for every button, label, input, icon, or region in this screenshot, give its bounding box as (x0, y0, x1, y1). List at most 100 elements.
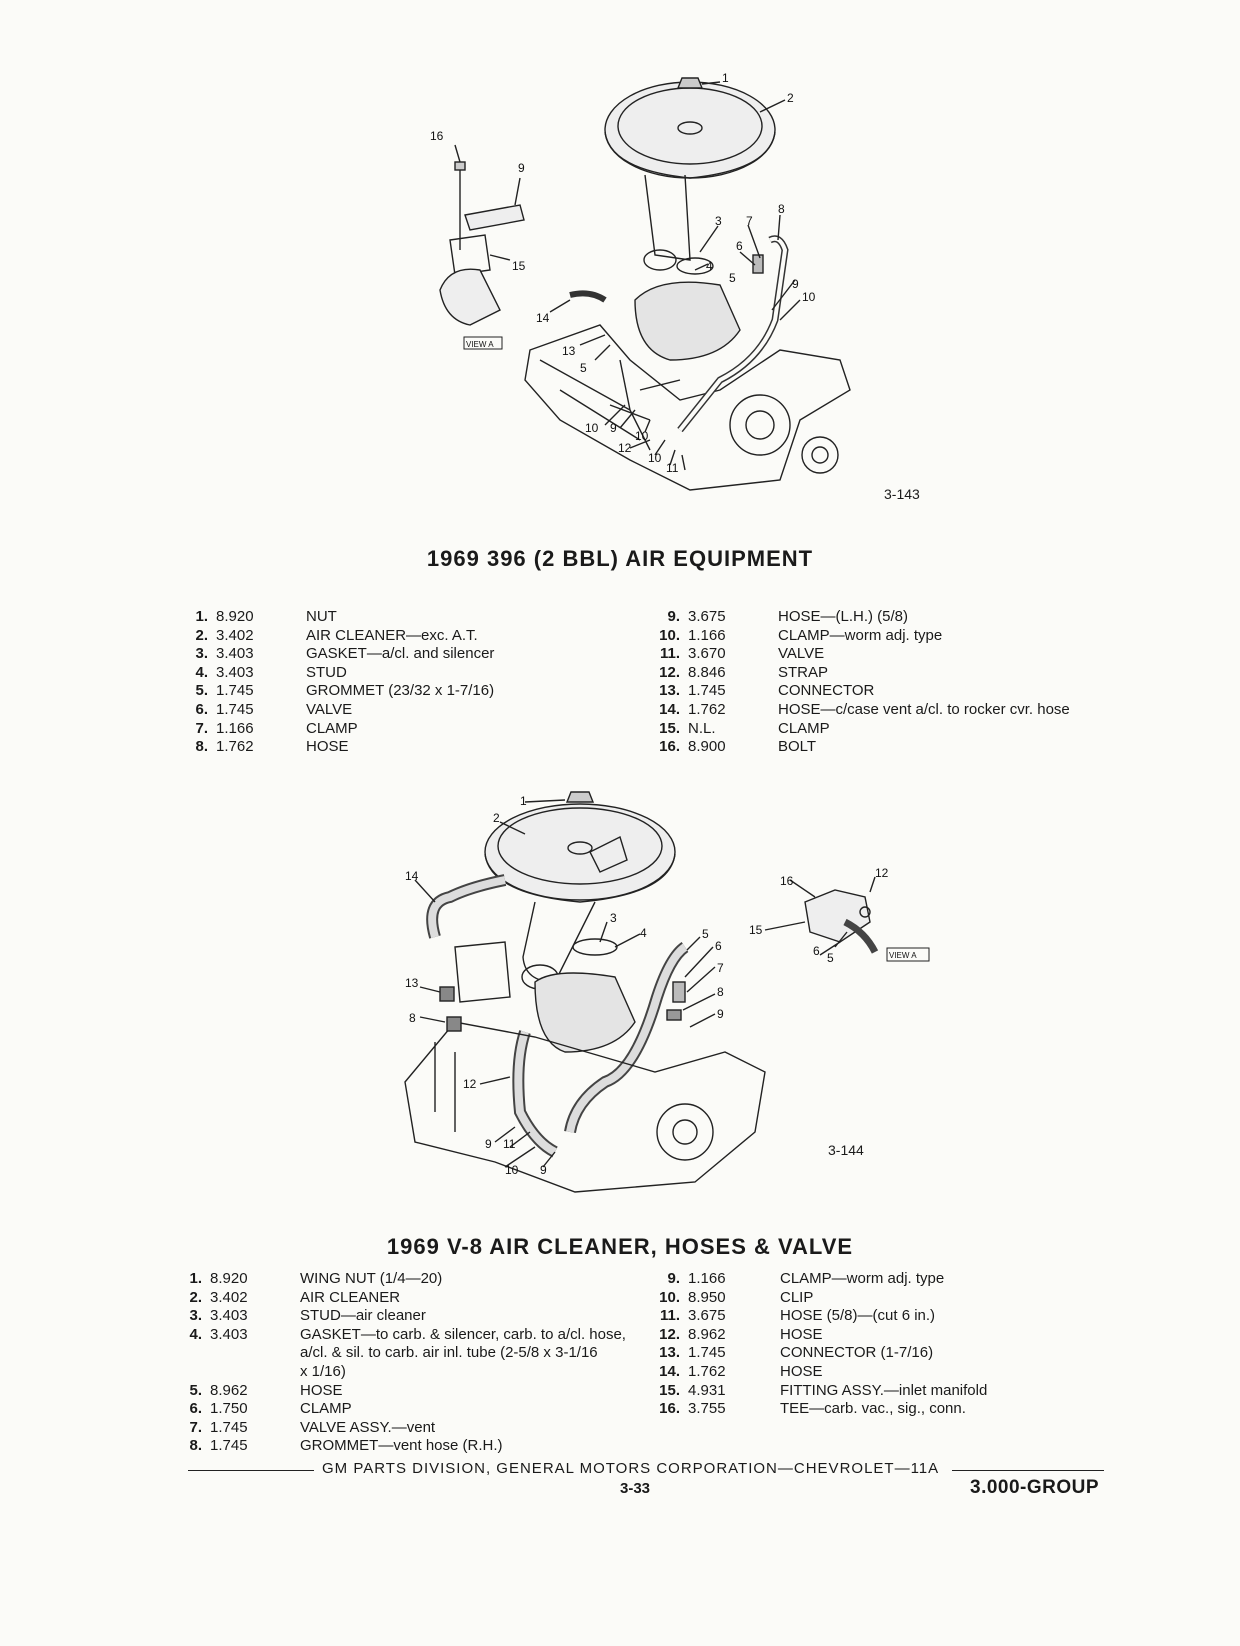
footer-rule-left (188, 1470, 314, 1471)
part-number: 6. (189, 1400, 202, 1418)
part-number: 14. (659, 1362, 680, 1380)
part-description: AIR CLEANER—exc. A.T. (306, 626, 478, 644)
part-description: WING NUT (1/4—20) (300, 1270, 443, 1287)
part-code: 1.762 (688, 1362, 726, 1380)
part-description: TEE—carb. vac., sig., conn. (780, 1400, 966, 1418)
svg-text:VIEW A: VIEW A (889, 951, 917, 960)
callout-6: 6 (736, 239, 743, 253)
part-description: STUD—air cleaner (300, 1307, 426, 1325)
part-row: 16. 3.755 TEE—carb. vac., sig., conn. (638, 1400, 987, 1419)
part-number: 13. (659, 682, 680, 700)
part-description: NUT (306, 608, 337, 625)
callout-14: 14 (536, 311, 550, 325)
callout-1: 1 (722, 71, 729, 85)
figure-number-3-144: 3-144 (828, 1142, 864, 1158)
part-code: 1.745 (216, 700, 254, 718)
callout-10b: 10 (585, 421, 599, 435)
part-row: 6. 1.750 CLAMP (180, 1400, 626, 1419)
part-description: HOSE (306, 738, 349, 756)
part-code: 1.750 (210, 1400, 248, 1418)
footer-text: GM PARTS DIVISION, GENERAL MOTORS CORPOR… (322, 1460, 940, 1477)
callout-5b: 5 (580, 361, 587, 375)
view-a-tag: VIEW A (886, 947, 930, 962)
view-a-tag: VIEW A (463, 336, 503, 350)
callout-7: 7 (717, 961, 724, 975)
part-code: 8.920 (216, 608, 254, 625)
callout-9: 9 (717, 1007, 724, 1021)
part-description: CLAMP—worm adj. type (778, 626, 943, 644)
part-code: 3.403 (210, 1307, 248, 1325)
figure-number-3-143: 3-143 (884, 486, 920, 502)
part-description: CLAMP—worm adj. type (780, 1270, 945, 1287)
part-number: 16. (659, 1400, 680, 1418)
part-description: STUD (306, 663, 347, 681)
callout-13: 13 (562, 344, 576, 358)
part-code: 8.950 (688, 1288, 726, 1306)
part-code: 8.920 (210, 1270, 248, 1287)
callout-10c: 10 (635, 429, 649, 443)
callout-8b: 8 (409, 1011, 416, 1025)
part-code: 3.402 (210, 1288, 248, 1306)
callout-4: 4 (640, 926, 647, 940)
part-description: CLAMP (778, 719, 830, 737)
callout-3: 3 (610, 911, 617, 925)
part-description: GROMMET—vent hose (R.H.) (300, 1437, 503, 1455)
callout-5: 5 (729, 271, 736, 285)
part-code: 1.745 (210, 1437, 248, 1455)
part-code: 3.755 (688, 1400, 726, 1418)
callout-4: 4 (706, 259, 713, 273)
part-code: 1.166 (688, 1270, 726, 1287)
part-number: 9. (667, 608, 680, 625)
figure-1-title: 1969 396 (2 BBL) AIR EQUIPMENT (426, 546, 814, 571)
part-description: HOSE (300, 1381, 343, 1399)
part-description: FITTING ASSY.—inlet manifold (780, 1381, 988, 1399)
part-code (202, 1363, 300, 1382)
callout-16: 16 (780, 874, 794, 888)
part-code: 3.670 (688, 645, 726, 663)
part-code: 1.762 (216, 738, 254, 756)
part-description: HOSE (5/8)—(cut 6 in.) (780, 1307, 936, 1325)
callout-10: 10 (802, 290, 816, 304)
callout-1: 1 (520, 794, 527, 808)
part-number: 15. (659, 1381, 680, 1399)
callout-15: 15 (749, 923, 763, 937)
part-number: 14. (659, 700, 680, 718)
part-number: 6. (195, 700, 208, 718)
part-code (202, 1344, 300, 1363)
part-number: 2. (189, 1288, 202, 1306)
part-number: 4. (189, 1325, 202, 1343)
engine-diagram-air-cleaner-hoses-valve: 1 2 3 4 5 6 7 8 9 14 13 8 12 9 11 10 9 1… (404, 791, 930, 1193)
callout-5: 5 (702, 927, 709, 941)
part-description: CLAMP (300, 1400, 352, 1418)
callout-6b: 6 (813, 944, 820, 958)
part-number: 10. (659, 626, 680, 644)
part-row: 15.N.L.CLAMP (640, 720, 1070, 739)
callout-16: 16 (430, 129, 444, 143)
part-code: 8.962 (688, 1325, 726, 1343)
part-description: a/cl. & sil. to carb. air inl. tube (2-5… (300, 1344, 598, 1362)
figure-3-143: 1 2 3 4 5 6 7 8 9 10 16 9 15 14 13 5 10 … (420, 60, 900, 500)
figure-2-title: 1969 V-8 AIR CLEANER, HOSES & VALVE (386, 1234, 854, 1259)
part-code: 8.900 (688, 738, 726, 756)
callout-11: 11 (666, 461, 679, 475)
part-row: x 1/16) (180, 1363, 626, 1382)
callout-9c: 9 (610, 421, 617, 435)
part-description: HOSE—c/case vent a/cl. to rocker cvr. ho… (778, 700, 1070, 718)
part-number: 5. (189, 1381, 202, 1399)
part-code: 3.403 (216, 645, 254, 663)
callout-12: 12 (463, 1077, 477, 1091)
